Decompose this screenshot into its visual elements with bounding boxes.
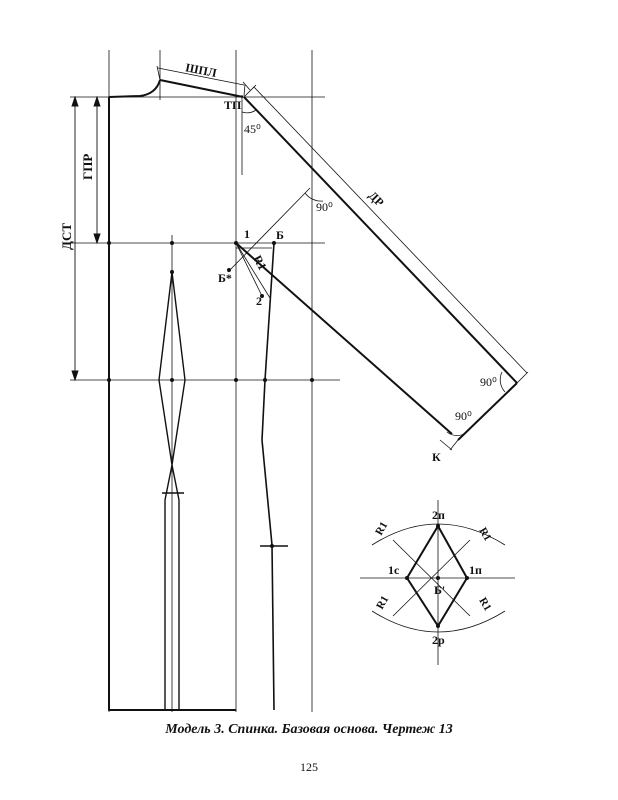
label-r1-br: R1 [476,596,493,614]
shoulder-dimension [156,65,246,97]
label-shpl: ШПЛ [184,60,218,80]
label-r1-tl: R1 [373,520,390,538]
construction-points [107,241,314,548]
waist-dart [158,271,186,710]
label-point-b-star: Б* [218,271,232,285]
back-outline [108,79,244,711]
dr-dimension [242,81,529,384]
figure-caption: Модель 3. Спинка. Базовая основа. Чертеж… [165,722,453,737]
label-point-2: 2 [256,294,262,308]
label-r1-tr: R1 [476,526,493,544]
label-2p: 2п [432,508,445,522]
side-seam [260,242,288,711]
label-dst: ДСТ [59,223,74,250]
label-dr: ДР [366,188,387,209]
dimension-lines [71,95,101,382]
label-gpr: ГПР [80,154,95,180]
horizontal-guides [70,96,340,381]
label-angle-90-right: 90⁰ [480,375,497,389]
label-2r: 2р [432,633,445,647]
label-angle-90-bottom: 90⁰ [455,409,472,423]
page-number: 125 [300,760,318,774]
label-1p: 1п [469,563,482,577]
diagonal-outline [235,96,518,441]
label-1c: 1с [388,563,400,577]
label-r1-bl: R1 [374,594,391,612]
rhombus-construction: 2п 1с Б' 1п 2р R1 R1 R1 R1 [360,500,515,665]
b-star-guide [235,242,272,297]
label-point-b: Б [276,228,284,242]
label-tp: ТП [224,98,242,112]
vertical-guides [108,50,313,712]
angle-marks [241,109,506,436]
label-r1-main: R1 [250,253,269,273]
label-point-k: К [432,450,441,464]
label-b-prime: Б' [434,583,445,597]
perpendicular-guide [227,187,459,451]
label-angle-90-top: 90⁰ [316,200,333,214]
label-angle-45: 45⁰ [244,122,261,136]
label-point-1: 1 [244,227,250,241]
